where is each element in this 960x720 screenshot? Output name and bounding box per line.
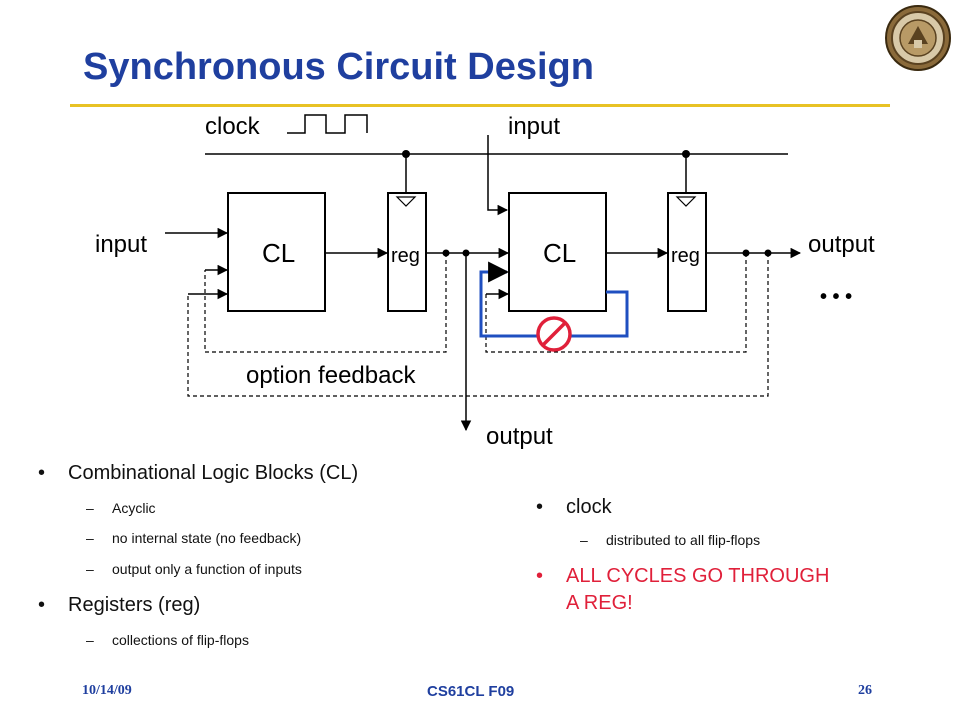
clock-label: clock — [205, 113, 261, 140]
sub-bullet-output-function: –output only a function of inputs — [86, 561, 302, 577]
bullet-clock: •clock — [536, 496, 612, 518]
sub-bullet-distributed: –distributed to all flip-flops — [580, 532, 761, 548]
no-symbol-icon — [536, 316, 572, 352]
bullet-all-cycles-line2: A REG! — [566, 592, 633, 614]
sub-bullet-acyclic: –Acyclic — [86, 500, 156, 516]
output-bottom-label: output — [486, 423, 553, 450]
footer-date: 10/14/09 — [82, 683, 132, 698]
cl-block-1 — [227, 192, 326, 312]
reg-block-1-label: reg — [391, 245, 420, 267]
sub-bullet-flip-flops: –collections of flip-flops — [86, 632, 249, 648]
feedback-loop-inner-1 — [204, 253, 447, 353]
ellipsis: • • • — [820, 286, 852, 308]
title-underline — [70, 104, 890, 107]
output-right-label: output — [808, 231, 875, 258]
feedback-label: option feedback — [246, 362, 416, 389]
cl-block-1-label: CL — [262, 238, 295, 268]
input-top-label: input — [508, 113, 560, 140]
footer-course: CS61CL F09 — [427, 683, 515, 700]
bullet-all-cycles: •ALL CYCLES GO THROUGH — [536, 565, 830, 587]
cl-block-2-label: CL — [543, 238, 576, 268]
slide-title: Synchronous Circuit Design — [83, 46, 594, 88]
feedback-loop-outer — [187, 253, 769, 397]
feedback-loop-inner-2 — [485, 253, 747, 353]
university-seal-icon — [885, 5, 951, 71]
sub-bullet-no-state: –no internal state (no feedback) — [86, 530, 302, 546]
input-left-label: input — [95, 231, 147, 258]
reg-block-2-label: reg — [671, 245, 700, 267]
clock-waveform — [287, 114, 368, 134]
bullet-cl: •Combinational Logic Blocks (CL) — [38, 462, 359, 484]
footer-page-number: 26 — [858, 683, 872, 698]
bullet-reg: •Registers (reg) — [38, 594, 201, 616]
